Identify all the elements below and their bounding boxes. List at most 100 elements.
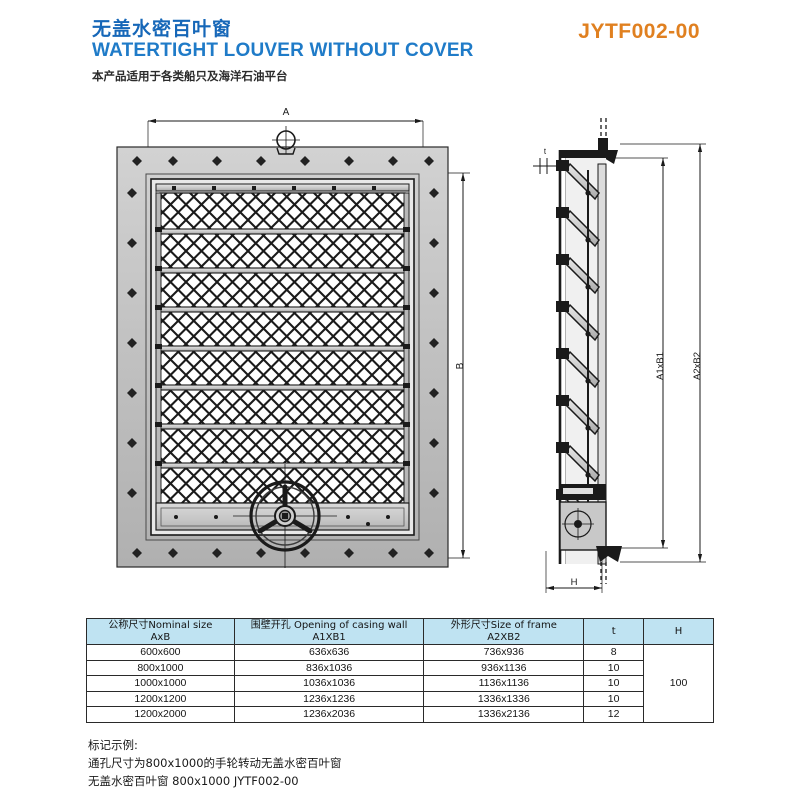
marking-notes: 标记示例: 通孔尺寸为800x1000的手轮转动无盖水密百叶窗 无盖水密百叶窗 … [88,736,342,790]
bolt-marker [344,156,354,166]
bolt-marker [127,188,137,198]
cell-opening: 1236x2036 [233,706,425,723]
cell-nominal: 1200x1200 [86,690,235,707]
dimension-t-label: t [544,147,547,156]
cell-frame: 1136x1136 [423,675,585,692]
bolt-marker [168,156,178,166]
louver-blade-lines [159,228,406,469]
cell-nominal: 600x600 [86,644,235,661]
col-header-h: H [643,618,714,645]
bolt-marker [388,156,398,166]
cell-frame: 736x936 [423,644,585,661]
section-top-cap [560,150,608,158]
section-louver-blades [565,162,600,530]
louver-blade-line [159,306,406,313]
cell-opening: 1036x1036 [233,675,425,692]
bottom-bracket-fitting [596,546,622,584]
bolt-marker [256,548,266,558]
col-header-frame: 外形尺寸Size of frame A2XB2 [423,618,585,645]
col-header-opening-l2: A1XB1 [312,631,346,643]
cell-t: 10 [583,659,645,676]
col-header-nominal: 公称尺寸Nominal size AxB [86,618,235,645]
col-header-frame-l2: A2XB2 [487,631,521,643]
louver-blade-line [159,267,406,274]
technical-drawing: A B [0,96,800,606]
bolt-markers [127,156,439,558]
drawing-canvas: A B [116,107,706,593]
note-line-1: 标记示例: [88,738,138,752]
table-row: 800x1000 836x1036 936x1136 10 [86,659,714,676]
bolt-marker [127,238,137,248]
louver-blade-line [159,228,406,235]
col-header-frame-l1: 外形尺寸Size of frame [450,619,557,631]
page-header: 无盖水密百叶窗 WATERTIGHT LOUVER WITHOUT COVER … [0,0,800,96]
cell-t: 10 [583,675,645,692]
dimension-a2b2-label: A2xB2 [692,352,703,380]
dimension-a1b1-label: A1xB1 [655,352,666,380]
bolt-marker [429,388,439,398]
louver-blade-line [159,423,406,430]
louver-top-rail [155,183,410,192]
spec-table-wrapper: 公称尺寸Nominal size AxB 围壁开孔 Opening of cas… [86,618,714,723]
table-row: 1200x1200 1236x1236 1336x1336 10 [86,690,714,707]
col-header-nominal-l2: AxB [150,631,171,643]
bolt-marker [168,548,178,558]
cell-t: 8 [583,644,645,661]
spec-table-body: 600x600 636x636 736x936 8 100 800x1000 8… [86,644,714,723]
table-row: 1000x1000 1036x1036 1136x1136 10 [86,675,714,692]
dimension-t-marker: t [533,147,556,174]
spindle-top-symbol [272,126,300,155]
bolt-marker [424,156,434,166]
bolt-marker [212,156,222,166]
col-header-opening-l1: 围壁开孔 Opening of casing wall [250,619,408,631]
bolt-marker [212,548,222,558]
panel-rivets [174,515,390,526]
title-chinese: 无盖水密百叶窗 [92,18,233,40]
bolt-marker [300,156,310,166]
bolt-marker [300,548,310,558]
linkage-pivots [155,227,410,466]
cell-opening: 636x636 [233,644,425,661]
cell-frame: 1336x1336 [423,690,585,707]
bolt-marker [127,388,137,398]
cell-frame: 1336x2136 [423,706,585,723]
col-header-nominal-l1: 公称尺寸Nominal size [108,619,213,631]
cell-nominal: 1200x2000 [86,706,235,723]
bolt-marker [127,438,137,448]
flange-inner-edge [145,173,420,541]
dimension-a2b2: A2xB2 [620,143,706,563]
bolt-marker [132,548,142,558]
bolt-marker [429,438,439,448]
bolt-marker [429,238,439,248]
title-english: WATERTIGHT LOUVER WITHOUT COVER [92,40,474,61]
dimension-b-label: B [455,362,466,369]
dimension-h-label: H [571,577,578,588]
bolt-marker [429,488,439,498]
bolt-marker [424,548,434,558]
front-view: A B [116,107,470,568]
louver-blade-line [159,345,406,352]
cell-opening: 836x1036 [233,659,425,676]
section-view: t [533,118,706,593]
cell-nominal: 1000x1000 [86,675,235,692]
cell-nominal: 800x1000 [86,659,235,676]
handwheel[interactable] [233,464,337,568]
dimension-h: H [545,551,603,593]
spec-table-header-row: 公称尺寸Nominal size AxB 围壁开孔 Opening of cas… [86,618,714,645]
bolt-marker [127,488,137,498]
col-header-opening: 围壁开孔 Opening of casing wall A1XB1 [233,618,425,645]
bolt-marker [127,288,137,298]
bolt-marker [344,548,354,558]
bolt-marker [429,338,439,348]
section-gearbox [559,484,607,551]
cell-opening: 1236x1236 [233,690,425,707]
table-row: 1200x2000 1236x2036 1336x2136 12 [86,706,714,723]
louver-blade-line [159,384,406,391]
note-line-2: 通孔尺寸为800x1000的手轮转动无盖水密百叶窗 [88,756,342,770]
bolt-marker [256,156,266,166]
bolt-marker [429,188,439,198]
spec-table: 公称尺寸Nominal size AxB 围壁开孔 Opening of cas… [86,618,714,723]
dimension-a-label: A [283,107,290,118]
bolt-marker [132,156,142,166]
product-code: JYTF002-00 [578,20,700,43]
